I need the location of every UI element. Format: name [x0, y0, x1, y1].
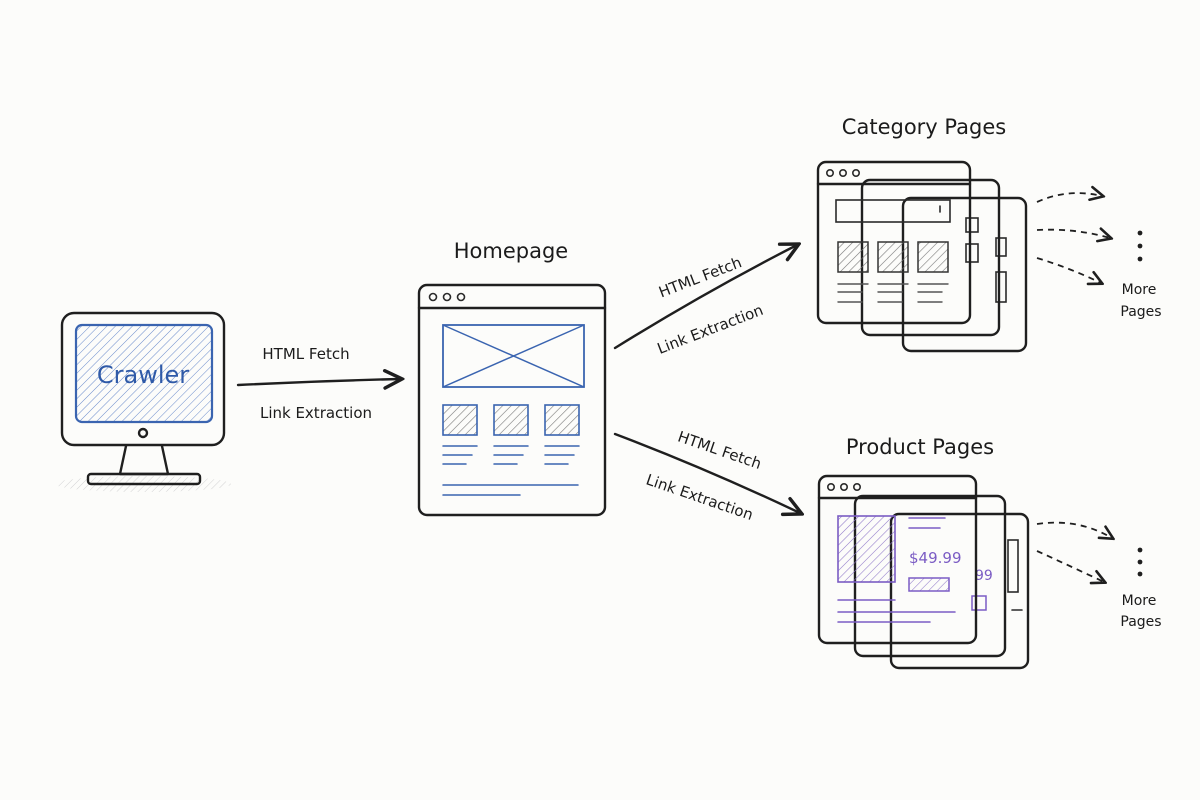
edge-extract-label: Link Extraction [260, 404, 372, 422]
category-pages-node: Category Pages More Pa [816, 115, 1162, 353]
monitor-frame [60, 311, 226, 447]
product-image-placeholder [837, 515, 896, 583]
monitor-neck [118, 444, 170, 476]
thumbnail-placeholder [544, 404, 580, 436]
edge-fetch-label: HTML Fetch [262, 345, 349, 363]
product-back-detail [1007, 539, 1019, 593]
product-middle-detail [971, 595, 987, 611]
product-window-front [817, 474, 978, 645]
hero-cross-line [442, 324, 585, 388]
dashed-arrow [1036, 521, 1112, 538]
crawler-label: Crawler [97, 361, 189, 389]
thumbnail-placeholder [493, 404, 529, 436]
window-dot-icon [838, 169, 847, 178]
ellipsis-icon [1137, 230, 1143, 262]
window-dot-icon [428, 292, 438, 302]
window-dot-icon [442, 292, 452, 302]
category-middle-detail [965, 243, 979, 263]
dashed-arrow [1036, 193, 1102, 203]
edge-fetch-label: HTML Fetch [675, 428, 763, 473]
product-window-back [889, 512, 1030, 670]
text-lines [837, 283, 949, 303]
window-dot-icon [839, 482, 848, 491]
category-pages-title: Category Pages [842, 115, 1006, 139]
category-back-detail [995, 237, 1007, 257]
monitor-base [86, 472, 202, 486]
homepage-title: Homepage [454, 239, 568, 263]
product-text-lines [908, 517, 946, 529]
window-dot-icon [456, 292, 466, 302]
category-back-detail [995, 271, 1007, 303]
arrow-homepage-to-product [613, 432, 800, 513]
product-pages-title: Product Pages [846, 435, 994, 459]
edge-homepage-to-category: HTML Fetch Link Extraction [613, 245, 797, 358]
power-button-icon [137, 427, 149, 439]
window-dot-icon [825, 169, 834, 178]
product-pages-node: Product Pages 99 $49.99 More [817, 435, 1162, 670]
more-pages-label: Pages [1120, 614, 1161, 630]
crawler-node: Crawler [55, 311, 231, 492]
thumbnail-placeholder [442, 404, 478, 436]
category-window-front [816, 160, 972, 325]
edge-extract-label: Link Extraction [644, 471, 756, 525]
dashed-arrow [1036, 550, 1104, 582]
more-pages-label: More [1122, 282, 1157, 298]
hero-image-placeholder [442, 324, 585, 388]
edge-fetch-label: HTML Fetch [656, 253, 744, 301]
product-price: $49.99 [909, 549, 962, 567]
dashed-arrow [1036, 230, 1110, 238]
category-thumbnail [877, 241, 909, 273]
homepage-window [417, 283, 607, 517]
arrow-homepage-to-category [613, 245, 797, 350]
window-dot-icon [826, 482, 835, 491]
more-pages-label: More [1122, 593, 1157, 609]
edge-crawler-to-homepage: HTML Fetch Link Extraction [236, 345, 400, 422]
monitor-screen [74, 323, 214, 424]
homepage-node: Homepage [417, 239, 607, 517]
dashed-arrow [1036, 257, 1101, 283]
category-thumbnail [917, 241, 949, 273]
arrow-crawler-to-homepage [236, 379, 400, 385]
product-text-lines [837, 599, 956, 623]
edge-homepage-to-product: HTML Fetch Link Extraction [613, 428, 800, 525]
window-dot-icon [851, 169, 860, 178]
category-middle-detail [965, 217, 979, 233]
category-search-bar [835, 199, 951, 223]
ellipsis-icon [1137, 547, 1143, 577]
window-dot-icon [852, 482, 861, 491]
category-window-back [901, 196, 1028, 353]
edge-extract-label: Link Extraction [655, 301, 766, 358]
more-pages-label: Pages [1120, 304, 1161, 320]
category-thumbnail [837, 241, 869, 273]
product-price-fragment: 99 [975, 568, 993, 584]
add-to-cart-placeholder [908, 577, 950, 592]
text-lines [442, 445, 580, 496]
